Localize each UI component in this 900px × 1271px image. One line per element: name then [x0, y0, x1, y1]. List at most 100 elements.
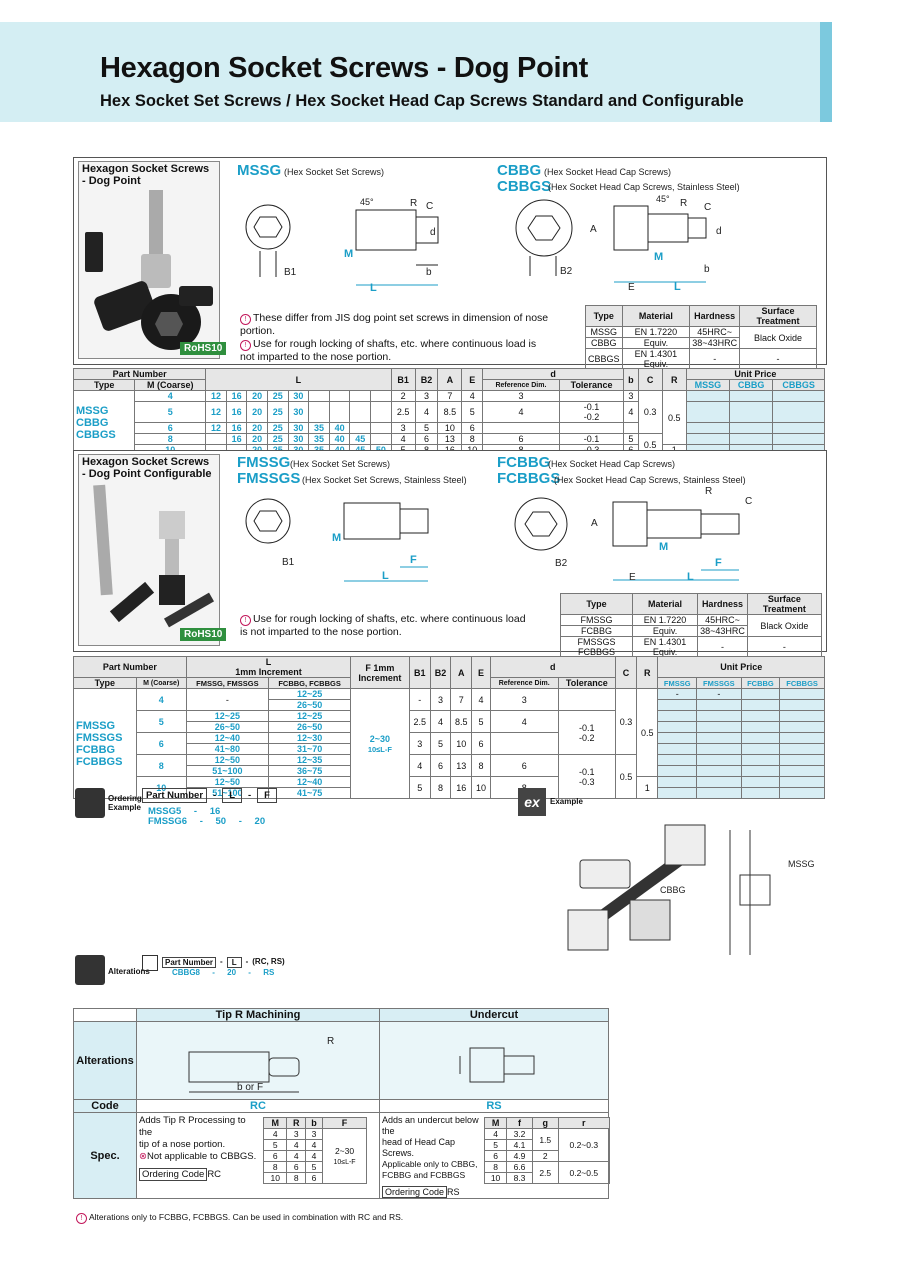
fcbbgs-desc: (Hex Socket Head Cap Screws, Stainless S… — [554, 475, 746, 485]
svg-text:E: E — [629, 572, 636, 583]
alterations-table: Tip R Machining Undercut Alterations R b… — [73, 1008, 611, 1199]
cbbg-drawing: B2 A M E L R C d b 45° — [515, 194, 722, 293]
svg-text:45°: 45° — [360, 197, 374, 207]
title-banner — [0, 22, 827, 122]
rc-spec: Adds Tip R Processing to the tip of a no… — [136, 1112, 380, 1199]
cbbg-code: CBBG — [497, 162, 542, 179]
svg-text:45°: 45° — [656, 194, 670, 204]
svg-text:B2: B2 — [560, 266, 573, 277]
svg-text:M: M — [654, 251, 663, 263]
ordering-example-1: MSSG5 - 16 — [148, 806, 221, 817]
svg-text:L: L — [674, 281, 681, 293]
section2-photo-caption: Hexagon Socket Screws - Dog Point Config… — [82, 456, 212, 480]
alterations-label: Alterations — [108, 967, 150, 976]
svg-text:A: A — [590, 224, 597, 235]
fcbbgs-code: FCBBGS — [497, 470, 561, 487]
ordering-format: Part Number- L- F — [142, 788, 277, 803]
svg-text:F: F — [715, 557, 722, 569]
fmssg-desc: (Hex Socket Set Screws) — [290, 459, 391, 469]
ordering-icon — [75, 788, 105, 818]
svg-text:R: R — [705, 486, 712, 497]
note-2: Use for rough locking of shafts, etc. wh… — [240, 338, 537, 363]
svg-text:b: b — [426, 267, 432, 278]
section1-photo-caption: Hexagon Socket Screws - Dog Point — [82, 163, 210, 187]
svg-text:B2: B2 — [555, 558, 568, 569]
svg-text:L: L — [687, 571, 694, 583]
rohs-badge-2: RoHS10 — [180, 628, 227, 641]
footnote: !Alterations only to FCBBG, FCBBGS. Can … — [76, 1212, 403, 1224]
fcbbg-code: FCBBG — [497, 454, 551, 471]
svg-text:CBBG: CBBG — [660, 885, 686, 895]
svg-text:E: E — [628, 282, 635, 293]
alterations-format: Part Number- L- (RC, RS) — [162, 957, 285, 968]
fmssgs-code: FMSSGS — [237, 470, 301, 487]
rohs-badge: RoHS10 — [180, 342, 227, 355]
fcbbg-desc: (Hex Socket Head Cap Screws) — [548, 459, 676, 469]
warning-icon: ! — [240, 340, 251, 351]
svg-text:L: L — [370, 282, 377, 294]
cbbgs-code: CBBGS — [497, 178, 552, 195]
svg-text:A: A — [591, 518, 598, 529]
svg-text:M: M — [344, 248, 353, 260]
section1-photo — [78, 161, 220, 359]
phone-icon — [142, 955, 158, 971]
svg-text:F: F — [410, 554, 417, 566]
svg-text:B1: B1 — [284, 267, 297, 278]
section2-photo — [78, 454, 220, 646]
ordering-label: Ordering Example — [108, 794, 142, 812]
svg-text:d: d — [716, 226, 722, 237]
mssg-code: MSSG — [237, 162, 282, 179]
svg-text:B1: B1 — [282, 557, 295, 568]
fcbbg-drawing: B2 A M E L F R C — [514, 486, 752, 583]
warning-icon: ! — [240, 615, 251, 626]
rs-drawing — [459, 1047, 535, 1083]
rs-drawing-cell — [379, 1021, 609, 1100]
warning-icon: ! — [76, 1213, 87, 1224]
svg-text:R: R — [680, 198, 687, 209]
page-title: Hexagon Socket Screws - Dog Point — [100, 52, 589, 84]
ordering-example-2: FMSSG6 - 50 - 20 — [148, 816, 266, 827]
svg-text:b: b — [704, 264, 710, 275]
section1-spec-table: Part Number L B1 B2 A E d b C R Unit Pri… — [72, 368, 826, 456]
mssg-desc: (Hex Socket Set Screws) — [284, 167, 385, 177]
page-subtitle: Hex Socket Set Screws / Hex Socket Head … — [100, 92, 744, 110]
fmssg-code: FMSSG — [237, 454, 291, 471]
cbbg-desc: (Hex Socket Head Cap Screws) — [544, 167, 672, 177]
svg-text:C: C — [745, 496, 752, 507]
fmssgs-desc: (Hex Socket Set Screws, Stainless Steel) — [302, 475, 467, 485]
rc-drawing: R b or F — [188, 1036, 334, 1093]
table-row: 26~50 — [74, 699, 825, 711]
section1-notes: !These differ from JIS dog point set scr… — [240, 312, 550, 364]
example-illustration: MSSG CBBG — [567, 824, 815, 955]
svg-text:M: M — [659, 541, 668, 553]
rs-spec: Adds an undercut below the head of Head … — [379, 1112, 611, 1199]
example-label: Example — [550, 797, 583, 806]
svg-text:d: d — [430, 227, 436, 238]
title-banner-accent — [820, 22, 832, 122]
alterations-example: CBBG8 - 20 - RS — [172, 968, 275, 977]
mssg-drawing: B1 M L R C d b 45° — [245, 197, 439, 294]
svg-text:R: R — [327, 1036, 334, 1047]
svg-text:C: C — [426, 201, 433, 212]
screws-photo-configurable — [93, 484, 215, 628]
cbbgs-desc: (Hex Socket Head Cap Screws, Stainless S… — [548, 182, 740, 192]
alterations-icon — [75, 955, 105, 985]
svg-text:R: R — [410, 198, 417, 209]
svg-text:C: C — [704, 202, 711, 213]
warning-icon: ! — [240, 314, 251, 325]
